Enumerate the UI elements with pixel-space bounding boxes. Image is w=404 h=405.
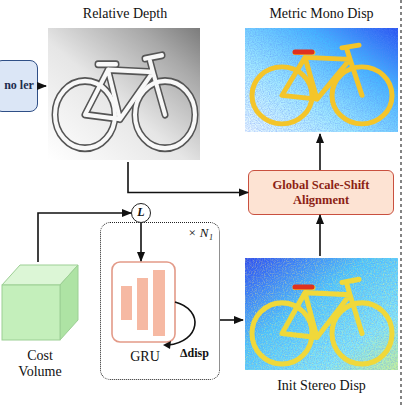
cost-volume-cube [2, 265, 78, 340]
flow-arrow [128, 162, 248, 193]
node-label: GRU [130, 349, 160, 365]
bike-shape [252, 279, 392, 364]
loop-arrowhead [163, 341, 171, 349]
node-label: Init Stereo Disp [277, 378, 366, 394]
gru-bar [153, 270, 165, 336]
disp-background [245, 28, 398, 132]
disp-noise [245, 28, 398, 132]
bike-saddle [295, 285, 312, 290]
node-label: Metric Mono Disp [269, 6, 373, 22]
gru-node: GRU [111, 261, 179, 365]
image-panel: Init Stereo Disp [243, 256, 400, 394]
cost-volume-node: Cost Volume [0, 262, 80, 380]
flow-arrow [319, 215, 321, 256]
encoder-box: no ler [0, 60, 38, 112]
cube-front [2, 285, 60, 340]
loss-circle: L [131, 203, 151, 223]
loop-arrow [168, 302, 195, 345]
delta-label: Δdisp [180, 346, 209, 361]
metric-disp-image [245, 28, 398, 132]
gru-bar [121, 286, 132, 320]
gru-outline [112, 262, 175, 342]
bike-saddle [295, 50, 312, 55]
bike-shape [252, 45, 392, 124]
disp-background [245, 258, 398, 370]
relative-depth-image [48, 28, 200, 160]
flow-arrow [38, 85, 46, 87]
gru-bar [137, 278, 148, 330]
section-divider [400, 0, 401, 405]
disp-noise [245, 258, 398, 370]
flow-arrow [140, 223, 142, 261]
bike-outline [55, 55, 195, 148]
image-panel: Metric Mono Disp [243, 6, 400, 134]
image-panel: Relative Depth [46, 6, 204, 162]
gru-block [112, 262, 175, 342]
flow-arrow [38, 213, 131, 262]
node-label: × N₁ [188, 226, 213, 241]
cube-side [60, 265, 78, 340]
flow-arrow [220, 319, 243, 321]
node-label: no ler [4, 79, 34, 93]
alignment-box: Global Scale-Shift Alignment [248, 170, 394, 215]
node-label: Cost Volume [12, 348, 68, 380]
node-label: Global Scale-Shift Alignment [257, 178, 385, 207]
flow-arrow [319, 134, 321, 170]
depth-background [48, 28, 200, 160]
stereo-disp-image [245, 258, 398, 370]
disp-noise [245, 258, 398, 370]
node-label: Relative Depth [83, 6, 167, 22]
bike-shape [55, 55, 195, 148]
node-label: L [137, 206, 144, 220]
